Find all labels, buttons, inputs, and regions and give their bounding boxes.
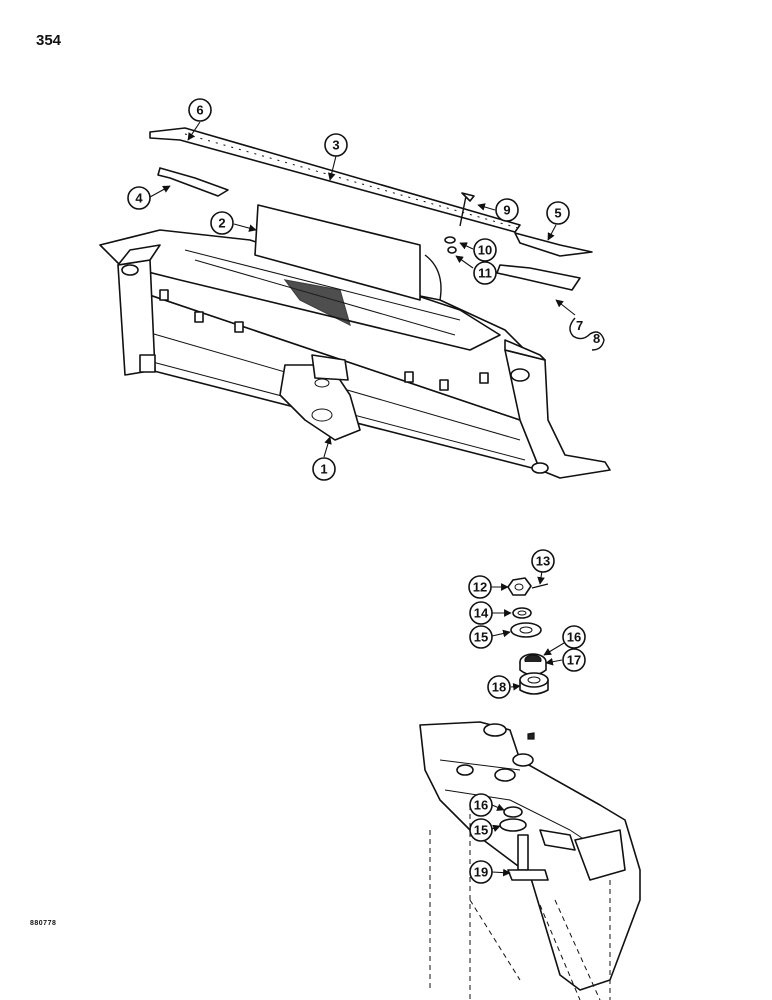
callout-label-13: 13 <box>536 554 550 569</box>
callout-label-1: 1 <box>320 462 327 477</box>
washer-14 <box>512 607 532 619</box>
callout-label-16: 16 <box>567 630 581 645</box>
figure-code: 880778 <box>30 920 57 927</box>
end-plate-5 <box>514 232 593 257</box>
callout-16-lower: 16 <box>469 793 493 817</box>
callout-label-6: 6 <box>196 103 203 118</box>
bolt-9 <box>459 192 475 227</box>
callout-2: 2 <box>210 211 234 235</box>
callout-4: 4 <box>127 186 151 210</box>
callout-label-17: 17 <box>567 653 581 668</box>
callout-18: 18 <box>487 675 511 699</box>
cotter-pin-13 <box>531 583 549 589</box>
callout-1: 1 <box>312 457 336 481</box>
bushing-18 <box>519 672 549 695</box>
callout-9: 9 <box>495 198 519 222</box>
callout-label-10: 10 <box>478 243 492 258</box>
callout-label-15: 15 <box>474 630 488 645</box>
callout-label-14: 14 <box>474 606 489 621</box>
callout-label-15-lower: 15 <box>474 823 488 838</box>
callout-3: 3 <box>324 133 348 157</box>
callout-19: 19 <box>469 860 493 884</box>
callout-5: 5 <box>546 201 570 225</box>
page-number: 354 <box>36 32 62 49</box>
washer-15-lower <box>499 818 527 832</box>
callout-label-5: 5 <box>554 206 561 221</box>
end-plate-4 <box>157 167 229 197</box>
callout-label-12: 12 <box>473 580 487 595</box>
callout-label-16-lower: 16 <box>474 798 488 813</box>
callout-label-7: 7 <box>576 318 583 333</box>
callout-13: 13 <box>531 549 555 573</box>
nut-11 <box>447 246 457 254</box>
lockwasher-10 <box>444 236 456 244</box>
liner-plate-2 <box>254 204 442 301</box>
callout-label-4: 4 <box>135 191 143 206</box>
leader-lines <box>149 121 576 877</box>
callout-11: 11 <box>473 261 497 285</box>
callout-15: 15 <box>469 625 493 649</box>
washer-15 <box>510 622 542 638</box>
blade-frame-1 <box>99 229 611 479</box>
callout-label-3: 3 <box>332 138 339 153</box>
callout-7-8-outline <box>569 317 605 351</box>
wear-plate-7-8 <box>496 264 581 291</box>
callout-label-11: 11 <box>478 266 492 281</box>
callout-14: 14 <box>469 601 493 625</box>
callout-6: 6 <box>188 98 212 122</box>
callout-label-18: 18 <box>492 680 506 695</box>
nut-12 <box>507 577 532 596</box>
callout-15-lower: 15 <box>469 818 493 842</box>
bushing-16-17 <box>519 653 547 676</box>
callout-17: 17 <box>562 648 586 672</box>
callout-12: 12 <box>468 575 492 599</box>
lower-arm-assembly <box>419 721 641 1000</box>
callout-10: 10 <box>473 238 497 262</box>
callout-label-19: 19 <box>474 865 488 880</box>
bushing-16-lower <box>503 806 523 818</box>
pin-19 <box>507 834 549 881</box>
callout-label-2: 2 <box>218 216 225 231</box>
callout-16: 16 <box>562 625 586 649</box>
callout-label-8: 8 <box>593 331 600 346</box>
callout-label-9: 9 <box>503 203 510 218</box>
